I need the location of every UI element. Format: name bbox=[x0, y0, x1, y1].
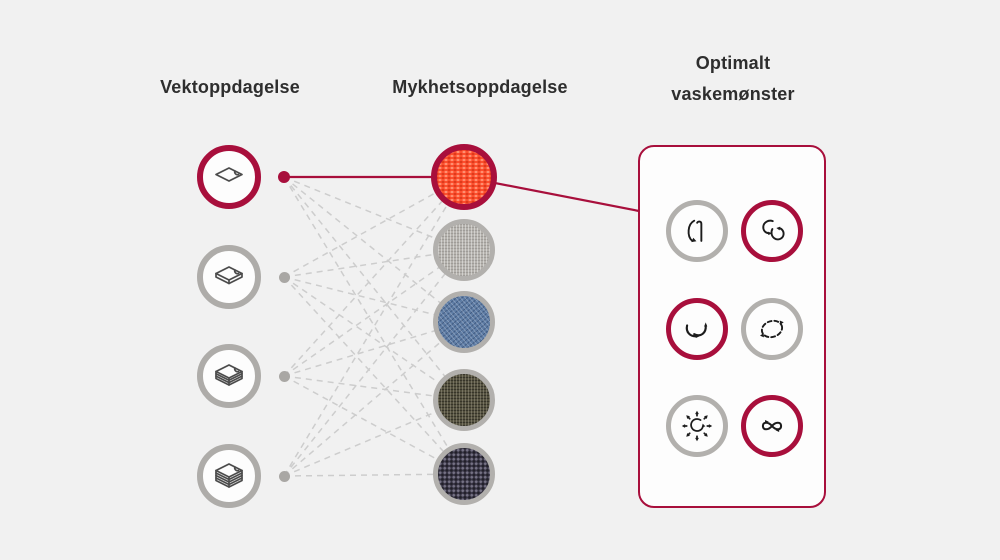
fabric-layers-1-icon bbox=[215, 167, 243, 182]
pattern-node-4 bbox=[741, 298, 803, 360]
tumbling-motion-icon bbox=[760, 319, 784, 339]
pattern-node-1 bbox=[666, 200, 728, 262]
rolling-motion-icon bbox=[762, 219, 785, 241]
connector-dot-1 bbox=[278, 171, 290, 183]
weight-node-2 bbox=[197, 245, 261, 309]
figure8-motion-icon bbox=[761, 419, 783, 433]
weight-node-3 bbox=[197, 344, 261, 408]
gray-linen-fabric-swatch bbox=[433, 219, 495, 281]
fabric-layers-2-icon bbox=[215, 266, 243, 285]
olive-weave-fabric-swatch bbox=[433, 369, 495, 431]
blue-denim-fabric-swatch bbox=[433, 291, 495, 353]
orange-knit-fabric-swatch bbox=[431, 144, 497, 210]
connector-dot-4 bbox=[279, 471, 290, 482]
scrubbing-motion-icon bbox=[680, 409, 714, 443]
pattern-node-6 bbox=[741, 395, 803, 457]
pattern-node-3 bbox=[666, 298, 728, 360]
fabric-layers-4-icon bbox=[215, 463, 243, 488]
connector-dot-3 bbox=[279, 371, 290, 382]
weight-node-1 bbox=[197, 145, 261, 209]
filtration-motion-icon bbox=[687, 219, 703, 243]
weight-node-4 bbox=[197, 444, 261, 508]
softness-detection-title: Mykhetsoppdagelse bbox=[392, 77, 568, 97]
weight-detection-title: Vektoppdagelse bbox=[160, 77, 300, 97]
optimal-pattern-title: Optimalt vaskemønster bbox=[671, 53, 795, 104]
swing-motion-icon bbox=[685, 322, 708, 338]
optimal-pattern-panel bbox=[638, 145, 826, 508]
navy-knit-fabric-swatch bbox=[433, 443, 495, 505]
pattern-node-2 bbox=[741, 200, 803, 262]
fabric-layers-3-icon bbox=[215, 364, 243, 386]
connector-dot-2 bbox=[279, 272, 290, 283]
pattern-node-5 bbox=[666, 395, 728, 457]
